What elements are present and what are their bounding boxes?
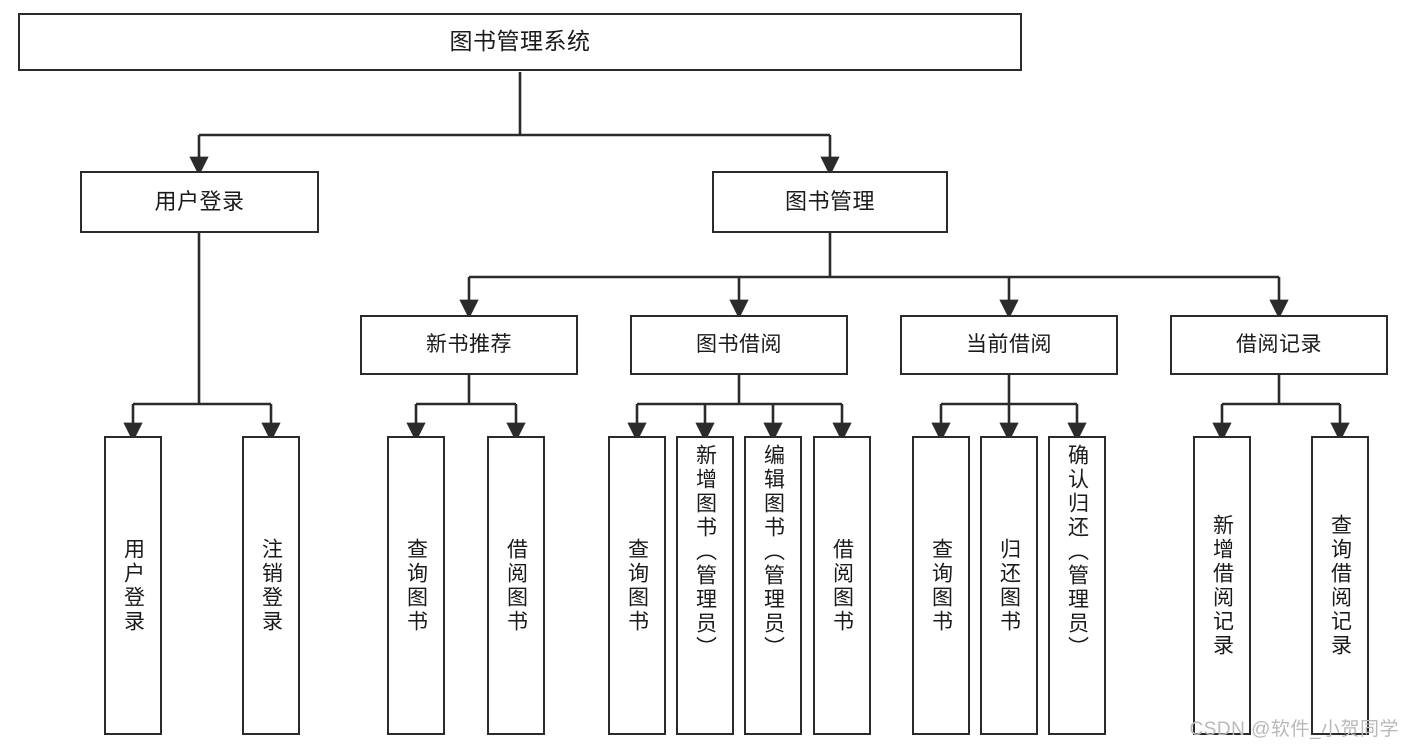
node-label: 编辑图书（管理员） — [761, 444, 785, 660]
leaf-user-login[interactable]: 用户登录 — [104, 436, 162, 735]
leaf-borrow-add-book-admin[interactable]: 新增图书（管理员） — [676, 436, 734, 735]
watermark: CSDN @软件_小贺同学 — [1189, 719, 1399, 740]
leaf-recommend-borrow-book[interactable]: 借阅图书 — [487, 436, 545, 735]
node-label: 查询借阅记录 — [1328, 513, 1352, 658]
node-label: 归还图书 — [997, 537, 1021, 634]
node-label: 图书管理 — [784, 188, 875, 214]
node-label: 确认归还（管理员） — [1065, 444, 1089, 660]
leaf-current-query-book[interactable]: 查询图书 — [912, 436, 970, 735]
node-label: 查询图书 — [625, 537, 649, 634]
leaf-borrow-borrow-book[interactable]: 借阅图书 — [813, 436, 871, 735]
leaf-record-add-record[interactable]: 新增借阅记录 — [1193, 436, 1251, 735]
node-label: 用户登录 — [121, 537, 145, 634]
node-label: 查询图书 — [404, 537, 428, 634]
node-current-borrow[interactable]: 当前借阅 — [900, 315, 1118, 375]
leaf-borrow-edit-book-admin[interactable]: 编辑图书（管理员） — [744, 436, 802, 735]
node-new-book-recommend[interactable]: 新书推荐 — [360, 315, 578, 375]
node-label: 用户登录 — [154, 188, 245, 214]
node-label: 图书借阅 — [696, 333, 782, 357]
leaf-current-confirm-return-admin[interactable]: 确认归还（管理员） — [1048, 436, 1106, 735]
node-label: 图书管理系统 — [449, 28, 591, 55]
node-label: 查询图书 — [929, 537, 953, 634]
node-label: 注销登录 — [259, 537, 283, 634]
leaf-user-logout[interactable]: 注销登录 — [242, 436, 300, 735]
node-label: 借阅图书 — [830, 537, 854, 634]
node-root-system[interactable]: 图书管理系统 — [18, 13, 1022, 71]
node-book-borrow[interactable]: 图书借阅 — [630, 315, 848, 375]
leaf-record-query-record[interactable]: 查询借阅记录 — [1311, 436, 1369, 735]
node-label: 新增借阅记录 — [1210, 513, 1234, 658]
node-borrow-record[interactable]: 借阅记录 — [1170, 315, 1388, 375]
node-book-management[interactable]: 图书管理 — [712, 171, 948, 233]
leaf-borrow-query-book[interactable]: 查询图书 — [608, 436, 666, 735]
node-label: 新书推荐 — [426, 333, 512, 357]
node-user-login[interactable]: 用户登录 — [80, 171, 319, 233]
leaf-current-return-book[interactable]: 归还图书 — [980, 436, 1038, 735]
leaf-recommend-query-book[interactable]: 查询图书 — [387, 436, 445, 735]
node-label: 借阅记录 — [1236, 333, 1322, 357]
node-label: 当前借阅 — [966, 333, 1052, 357]
node-label: 新增图书（管理员） — [693, 444, 717, 660]
node-label: 借阅图书 — [504, 537, 528, 634]
